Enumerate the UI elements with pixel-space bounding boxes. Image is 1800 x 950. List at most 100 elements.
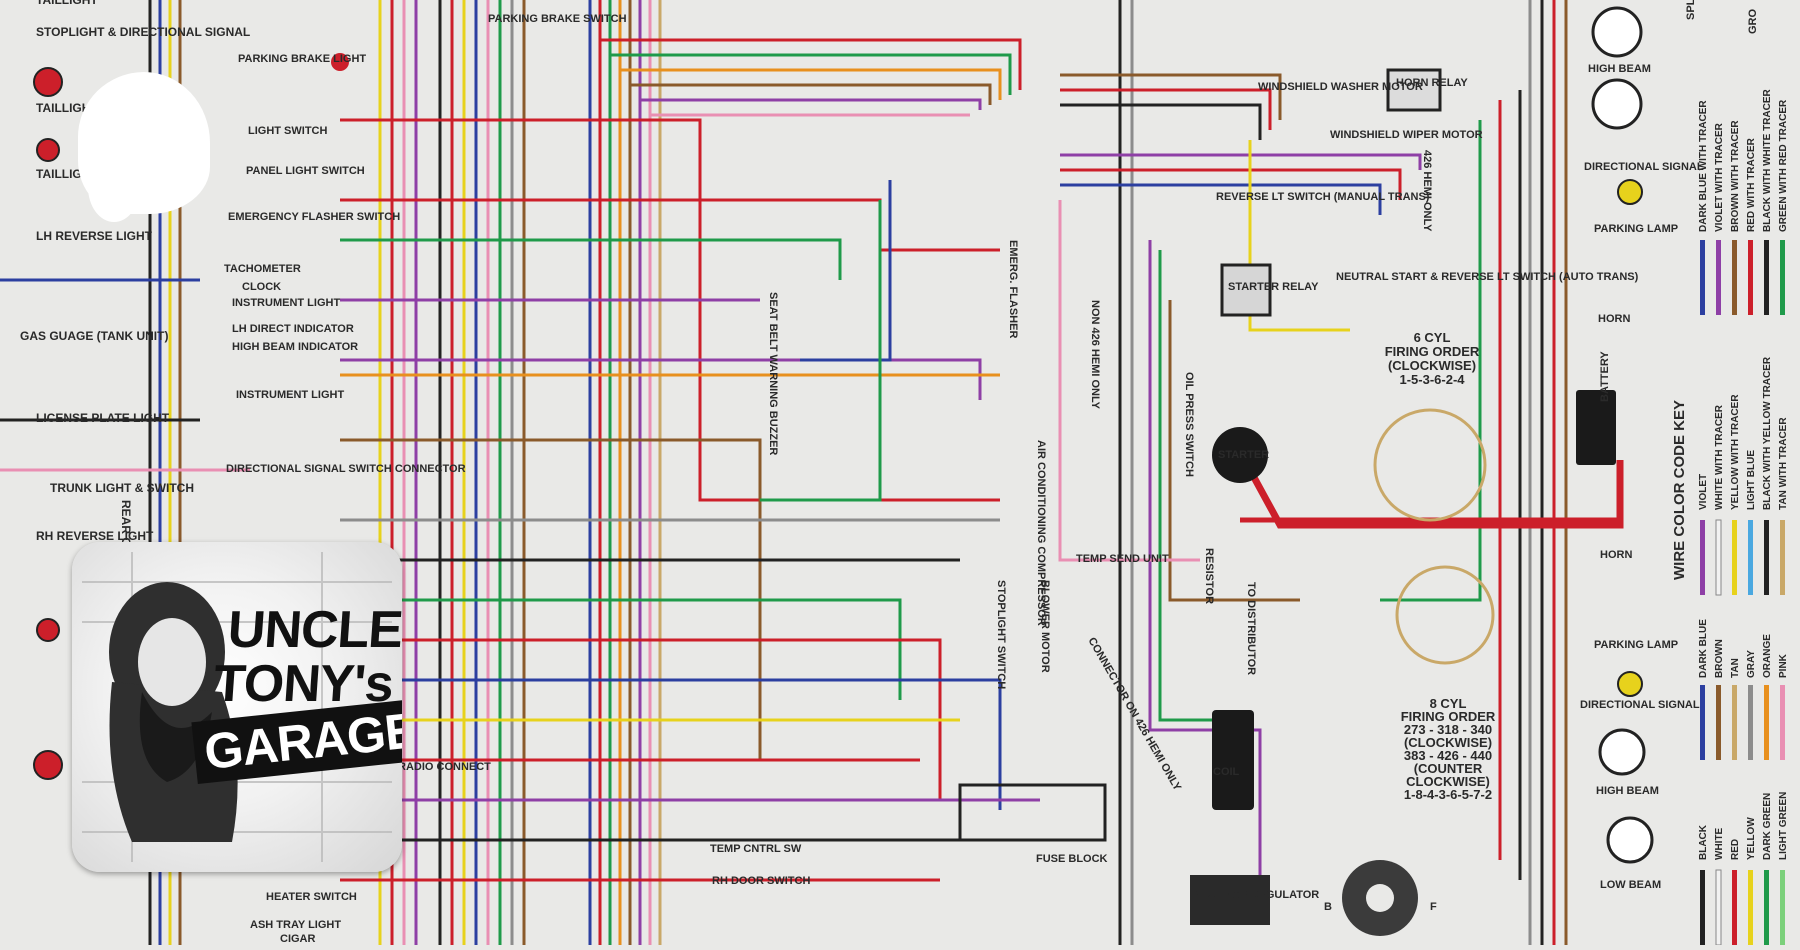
logo-line-uncle: UNCLE	[225, 601, 402, 659]
switch-label: RH DOOR SWITCH	[712, 875, 810, 887]
right-label: DIRECTIONAL SIGNAL	[1580, 699, 1700, 711]
color-key-entry: GREEN WITH RED TRACER	[1778, 99, 1789, 232]
right-label: GRO	[1747, 9, 1759, 35]
right-label: HORN	[1600, 549, 1632, 561]
left-label: STOPLIGHT & DIRECTIONAL SIGNAL	[36, 25, 250, 39]
color-key-entry: BLACK WITH WHITE TRACER	[1762, 88, 1773, 232]
switch-label: TEMP CNTRL SW	[710, 843, 802, 855]
color-key-entry: LIGHT BLUE	[1746, 450, 1757, 510]
switch-label: TACHOMETER	[224, 263, 301, 275]
left-label: LH REVERSE LIGHT	[36, 229, 153, 243]
color-key-entry: RED	[1730, 839, 1741, 860]
parking-lamp-icon-lower	[1617, 671, 1643, 697]
right-label: PARKING LAMP	[1594, 223, 1678, 235]
color-key-entry: TAN WITH TRACER	[1778, 417, 1789, 510]
headlamp-high-icon	[1591, 78, 1643, 130]
color-key-entry: ORANGE	[1762, 634, 1773, 678]
right-label: SPL	[1685, 0, 1697, 20]
parking-brake-light-icon	[331, 53, 349, 71]
component-label: SEAT BELT WARNING BUZZER	[767, 292, 779, 455]
color-key-entry: VIOLET	[1698, 474, 1709, 510]
component-label: WINDSHIELD WIPER MOTOR	[1330, 129, 1483, 141]
component-label: RESISTOR	[1203, 548, 1215, 604]
firing-order-6: FIRING ORDER	[1385, 344, 1480, 359]
color-key-entry: VIOLET WITH TRACER	[1714, 122, 1725, 232]
parking-lamp-icon	[1617, 179, 1643, 205]
voltage-regulator-icon	[1190, 875, 1270, 925]
headlamp-top-icon	[1591, 6, 1643, 58]
color-key-entry: WHITE WITH TRACER	[1714, 404, 1725, 510]
switch-label: ASH TRAY LIGHT	[250, 919, 341, 931]
component-label: AIR CONDITIONING COMPRESSOR	[1035, 440, 1047, 626]
switch-label: PARKING BRAKE LIGHT	[238, 53, 366, 65]
component-label: NEUTRAL START & REVERSE LT SWITCH (AUTO …	[1336, 271, 1639, 283]
color-key-entry: YELLOW WITH TRACER	[1730, 394, 1741, 510]
firing-order-8: 383 - 426 - 440	[1404, 748, 1492, 763]
switch-label: PANEL LIGHT SWITCH	[246, 165, 365, 177]
taillight-icon-2	[36, 138, 60, 162]
switch-label: LIGHT SWITCH	[248, 125, 327, 137]
firing-order-8: (COUNTER	[1414, 761, 1483, 776]
firing-order-8: 273 - 318 - 340	[1404, 722, 1492, 737]
taillight-icon-3	[36, 618, 60, 642]
horn-relay	[1386, 68, 1442, 112]
firing-order-8: 8 CYL	[1430, 696, 1467, 711]
starter-relay	[1220, 263, 1272, 317]
color-key-entry: BLACK WITH YELLOW TRACER	[1762, 356, 1773, 510]
taillight-icon	[33, 67, 63, 97]
color-key-entry: DARK BLUE	[1698, 619, 1709, 678]
component-label: 426 HEMI ONLY	[1421, 150, 1433, 232]
left-label: GAS GUAGE (TANK UNIT)	[20, 329, 168, 343]
right-label: HIGH BEAM	[1588, 63, 1651, 75]
switch-label: DIRECTIONAL SIGNAL SWITCH CONNECTOR	[226, 463, 466, 475]
switch-label: HEATER SWITCH	[266, 891, 357, 903]
color-key-entry: DARK GREEN	[1762, 793, 1773, 860]
right-label: PARKING LAMP	[1594, 639, 1678, 651]
component-label: HORN RELAY	[1396, 77, 1468, 89]
component-label: VOLTAGE REGULATOR	[1196, 889, 1319, 901]
right-label: HIGH BEAM	[1596, 785, 1659, 797]
low-beam-icon	[1606, 816, 1654, 864]
color-key-entry: RED WITH TRACER	[1746, 137, 1757, 232]
component-label: STOPLIGHT SWITCH	[995, 580, 1007, 689]
component-label: TEMP SEND UNIT	[1076, 553, 1169, 565]
firing-order-8: 1-8-4-3-6-5-7-2	[1404, 787, 1492, 802]
switch-label: RADIO CONNECT	[398, 761, 491, 773]
component-label: BLOWER MOTOR	[1039, 580, 1051, 673]
battery-icon	[1576, 390, 1616, 465]
color-key-entry: YELLOW	[1746, 817, 1757, 860]
switch-label: INSTRUMENT LIGHT	[236, 389, 344, 401]
component-label: REVERSE LT SWITCH (MANUAL TRANS)	[1216, 191, 1430, 203]
color-key-entry: DARK BLUE WITH TRACER	[1698, 100, 1709, 232]
firing-order-6: 6 CYL	[1414, 330, 1451, 345]
switch-label: LH DIRECT INDICATOR	[232, 323, 354, 335]
distributor-8-cyl	[1395, 565, 1495, 665]
left-label: RH REVERSE LIGHT	[36, 529, 154, 543]
component-label: CONNECTOR ON 426 HEMI ONLY	[1085, 636, 1183, 794]
right-label: HORN	[1598, 313, 1630, 325]
component-label: WINDSHIELD WASHER MOTOR	[1258, 81, 1423, 93]
white-paint-blob	[78, 72, 210, 222]
right-label: LOW BEAM	[1600, 879, 1661, 891]
right-label: BATTERY	[1599, 351, 1611, 402]
component-label: TO DISTRIBUTOR	[1245, 582, 1257, 675]
switch-label: INSTRUMENT LIGHT	[232, 297, 340, 309]
switch-label: PARKING BRAKE SWITCH	[488, 13, 627, 25]
component-label: FUSE BLOCK	[1036, 853, 1108, 865]
component-label: B	[1324, 901, 1332, 913]
switch-label: CIGAR	[280, 933, 316, 945]
component-label: STARTER	[1218, 449, 1269, 461]
firing-order-6: 1-5-3-6-2-4	[1399, 372, 1465, 387]
component-label: F	[1430, 901, 1437, 913]
firing-order-6: (CLOCKWISE)	[1388, 358, 1476, 373]
component-label: NON 426 HEMI ONLY	[1089, 300, 1101, 410]
left-label: TRUNK LIGHT & SWITCH	[50, 481, 194, 495]
coil-icon	[1212, 710, 1254, 810]
component-label: EMERG. FLASHER	[1007, 240, 1019, 338]
left-label: LICENSE PLATE LIGHT	[36, 411, 170, 425]
color-key-entry: LIGHT GREEN	[1778, 792, 1789, 860]
color-key-entry: BROWN WITH TRACER	[1730, 120, 1741, 232]
color-key-entry: BROWN	[1714, 639, 1725, 678]
